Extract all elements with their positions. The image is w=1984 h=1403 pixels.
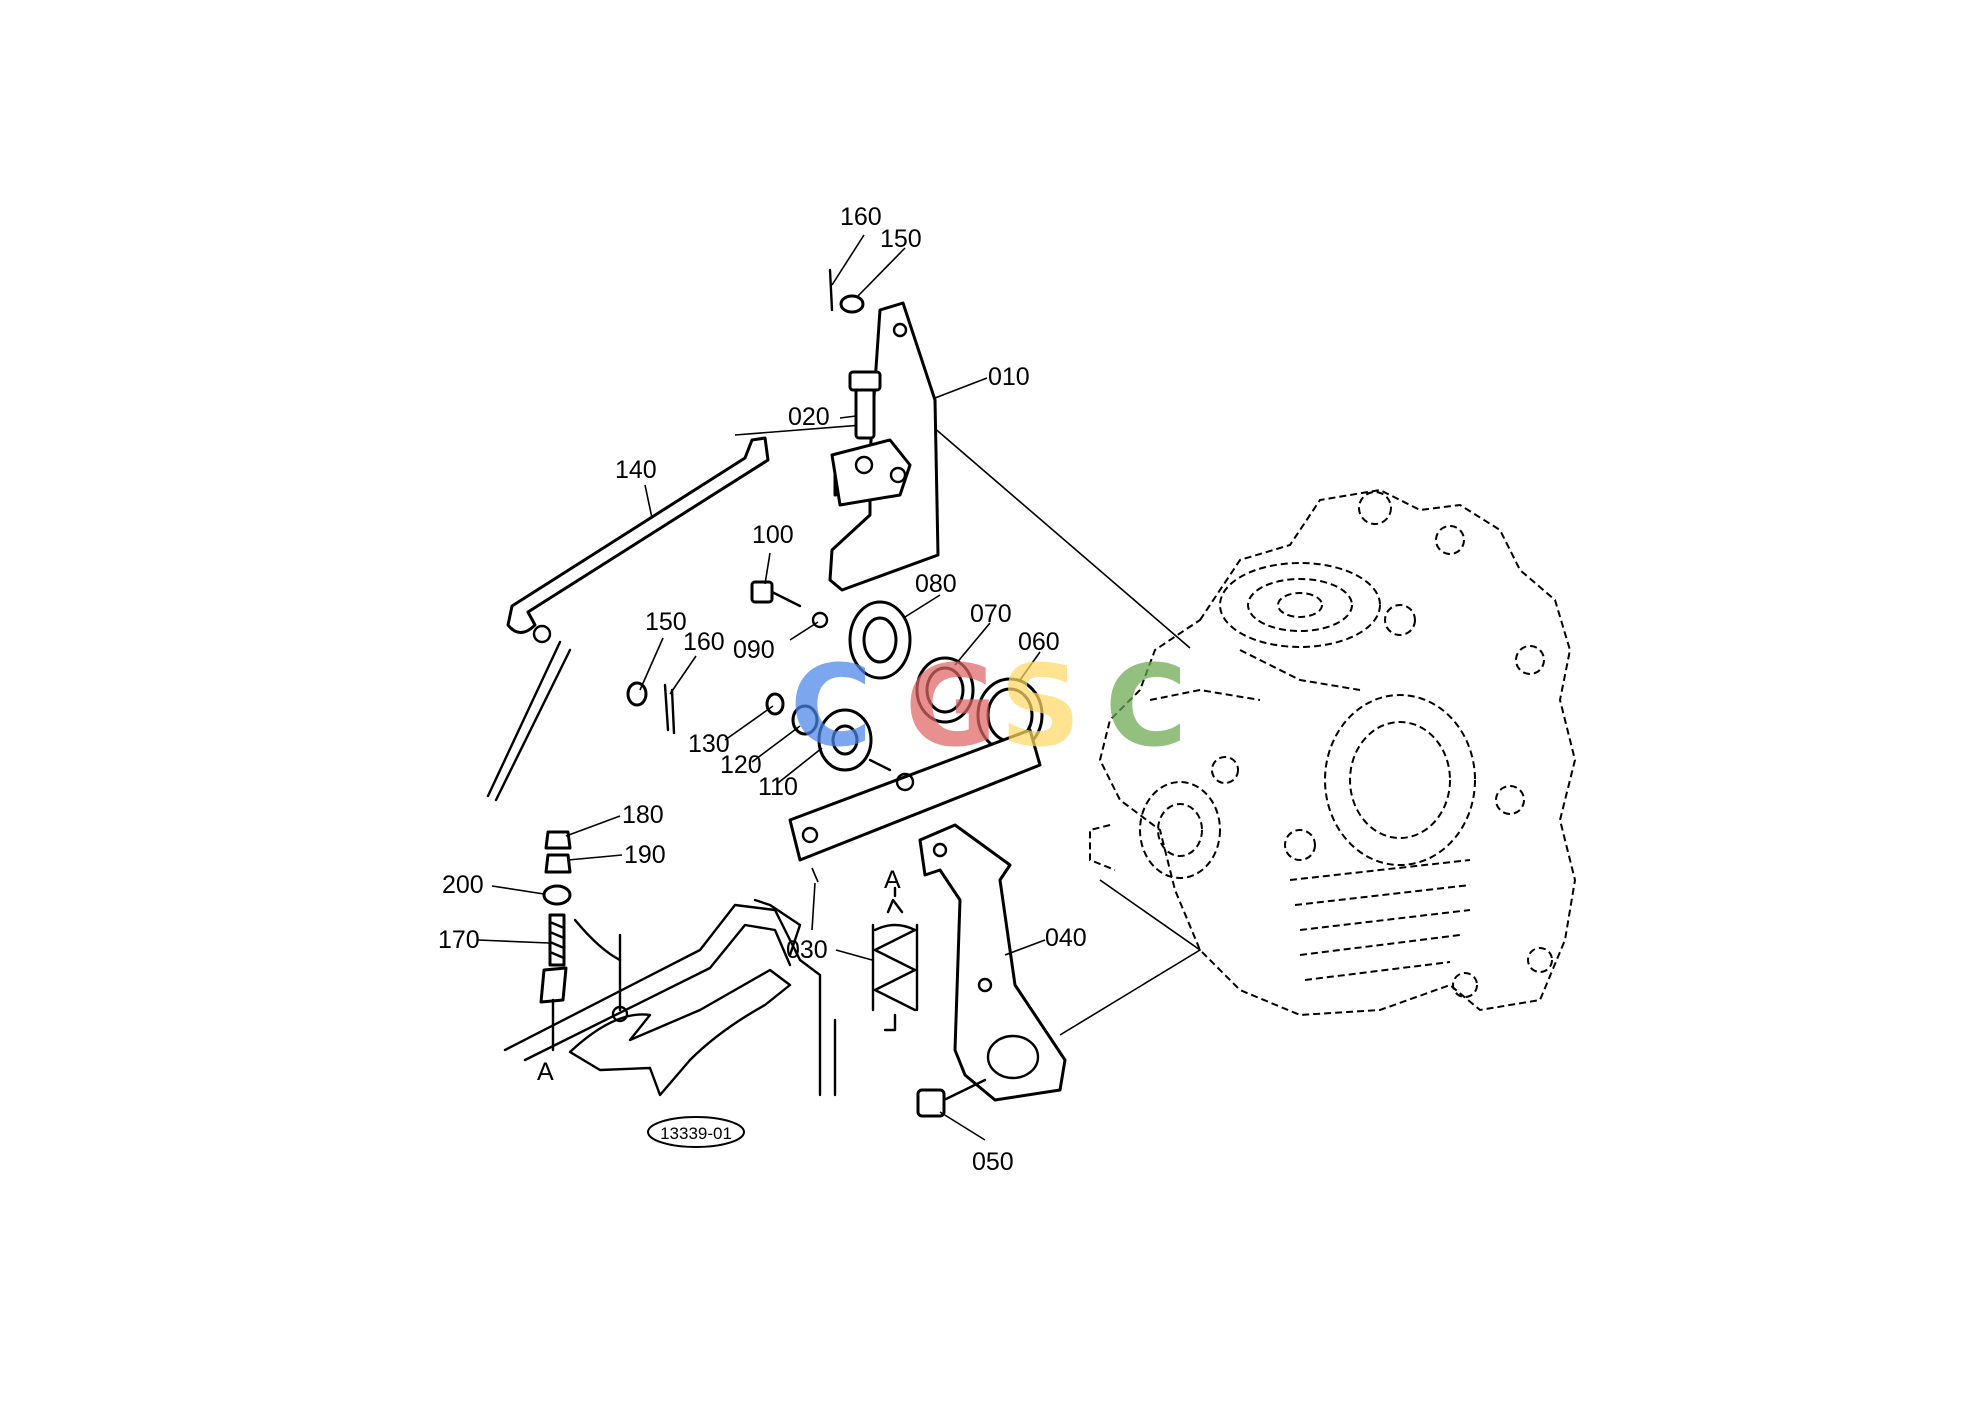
watermark-letter-4: C <box>1105 642 1187 772</box>
callout-160-mid: 160 <box>683 628 725 656</box>
callout-160-top: 160 <box>840 203 882 231</box>
callout-040: 040 <box>1045 924 1087 952</box>
callout-050: 050 <box>972 1148 1014 1176</box>
shaft-assembly <box>750 580 1044 862</box>
drawing-code-badge: 13339-01 <box>647 1116 745 1148</box>
callout-030: 030 <box>786 936 828 964</box>
callout-leaders <box>477 234 1046 1141</box>
callout-110: 110 <box>758 773 798 801</box>
watermark-letter-1: C <box>790 642 872 772</box>
callout-200: 200 <box>442 871 484 899</box>
callout-070: 070 <box>970 600 1012 628</box>
callout-150-top: 150 <box>880 225 922 253</box>
watermark-letter-3: S <box>1000 642 1081 772</box>
callout-060: 060 <box>1018 628 1060 656</box>
callout-010: 010 <box>988 363 1030 391</box>
callout-080: 080 <box>915 570 957 598</box>
callout-020: 020 <box>788 403 830 431</box>
bolt-050 <box>916 1078 987 1118</box>
section-mark-a-rod: A <box>537 1058 554 1086</box>
callout-130: 130 <box>688 730 730 758</box>
callout-120: 120 <box>720 751 762 779</box>
cgsc-watermark: C G S C <box>790 642 1187 772</box>
callout-170: 170 <box>438 926 480 954</box>
clutch-rod-140 <box>486 436 770 802</box>
transmission-housing <box>1089 488 1577 1017</box>
callout-180: 180 <box>622 801 664 829</box>
callout-100: 100 <box>752 521 794 549</box>
callout-090: 090 <box>733 636 775 664</box>
callout-150-mid: 150 <box>645 608 687 636</box>
bracket-040 <box>918 823 1067 1102</box>
callout-labels: 160 150 010 020 140 100 080 070 060 090 … <box>438 203 1087 1176</box>
callout-190: 190 <box>624 841 666 869</box>
arm-bracket-010 <box>828 268 940 592</box>
drawing-code: 13339-01 <box>660 1124 732 1143</box>
spring-030 <box>871 886 919 1032</box>
pedal-frame <box>503 867 837 1097</box>
watermark-letter-2: G <box>905 642 997 772</box>
callout-140: 140 <box>615 456 657 484</box>
adjuster-bolt-stack <box>539 830 572 1052</box>
washer-pin-mid <box>626 681 676 735</box>
section-mark-a-spring: A <box>884 866 901 894</box>
